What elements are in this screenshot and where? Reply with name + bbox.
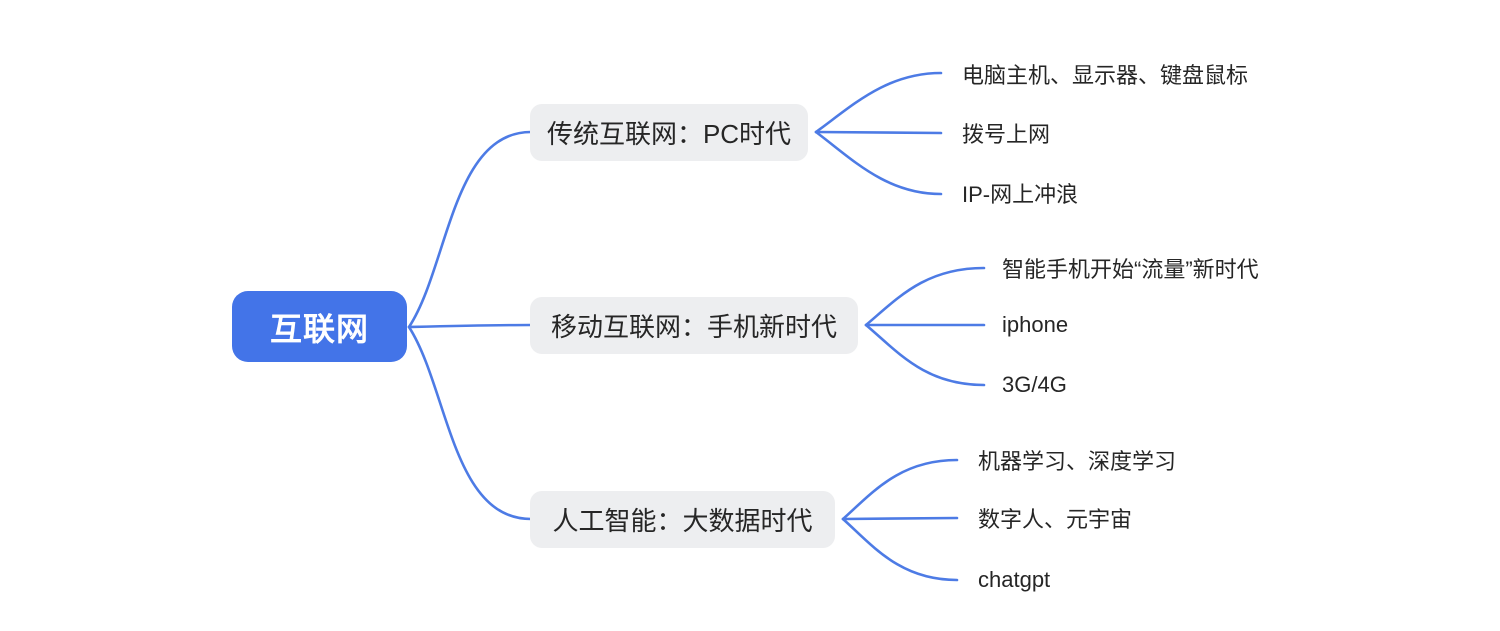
leaf-node-label: 拨号上网 bbox=[962, 122, 1051, 147]
leaf-node-smartphone-data-era[interactable]: 智能手机开始“流量”新时代 bbox=[1002, 253, 1259, 283]
connector-root-branch-3 bbox=[407, 325, 533, 521]
leaf-node-pc-hardware[interactable]: 电脑主机、显示器、键盘鼠标 bbox=[962, 59, 1248, 89]
branch-node-label: 移动互联网：手机新时代 bbox=[550, 312, 837, 342]
leaf-node-label: 3G/4G bbox=[1002, 372, 1067, 397]
branch-node-ai[interactable]: 人工智能：大数据时代 bbox=[530, 491, 835, 548]
leaf-node-label: 电脑主机、显示器、键盘鼠标 bbox=[962, 63, 1249, 88]
connector-root-branch-2 bbox=[407, 323, 533, 329]
root-node-label: 互联网 bbox=[269, 310, 369, 347]
connector-branch3-leaf3 bbox=[841, 517, 959, 582]
leaf-node-3g-4g[interactable]: 3G/4G bbox=[1002, 370, 1067, 400]
connector-root-branch-1 bbox=[407, 130, 533, 329]
branch-node-label: 传统互联网：PC时代 bbox=[546, 119, 792, 149]
leaf-node-machine-learning[interactable]: 机器学习、深度学习 bbox=[978, 445, 1176, 475]
branch-node-mobile-internet[interactable]: 移动互联网：手机新时代 bbox=[530, 297, 858, 354]
leaf-node-ip-surfing[interactable]: IP-网上冲浪 bbox=[962, 178, 1078, 208]
connector-branch1-leaf1 bbox=[814, 71, 943, 134]
branch-node-label: 人工智能：大数据时代 bbox=[552, 506, 813, 536]
branch-node-traditional-internet[interactable]: 传统互联网：PC时代 bbox=[530, 104, 808, 161]
leaf-node-label: 智能手机开始“流量”新时代 bbox=[1002, 257, 1259, 282]
leaf-node-label: 数字人、元宇宙 bbox=[978, 507, 1133, 532]
leaf-node-label: IP-网上冲浪 bbox=[962, 182, 1079, 207]
leaf-node-label: iphone bbox=[1002, 312, 1069, 337]
leaf-node-chatgpt[interactable]: chatgpt bbox=[978, 565, 1050, 595]
connector-branch2-leaf1 bbox=[864, 266, 986, 327]
connector-branch1-leaf2 bbox=[814, 130, 943, 135]
leaf-node-dialup[interactable]: 拨号上网 bbox=[962, 118, 1050, 148]
leaf-node-label: 机器学习、深度学习 bbox=[978, 449, 1177, 474]
connector-branch2-leaf3 bbox=[864, 323, 986, 387]
connector-branch3-leaf2 bbox=[841, 516, 959, 521]
connector-branch1-leaf3 bbox=[814, 130, 943, 196]
leaf-node-digital-human-metaverse[interactable]: 数字人、元宇宙 bbox=[978, 503, 1132, 533]
root-node-internet[interactable]: 互联网 bbox=[232, 291, 407, 362]
connector-branch3-leaf1 bbox=[841, 458, 959, 521]
leaf-node-label: chatgpt bbox=[978, 567, 1051, 592]
leaf-node-iphone[interactable]: iphone bbox=[1002, 310, 1068, 340]
